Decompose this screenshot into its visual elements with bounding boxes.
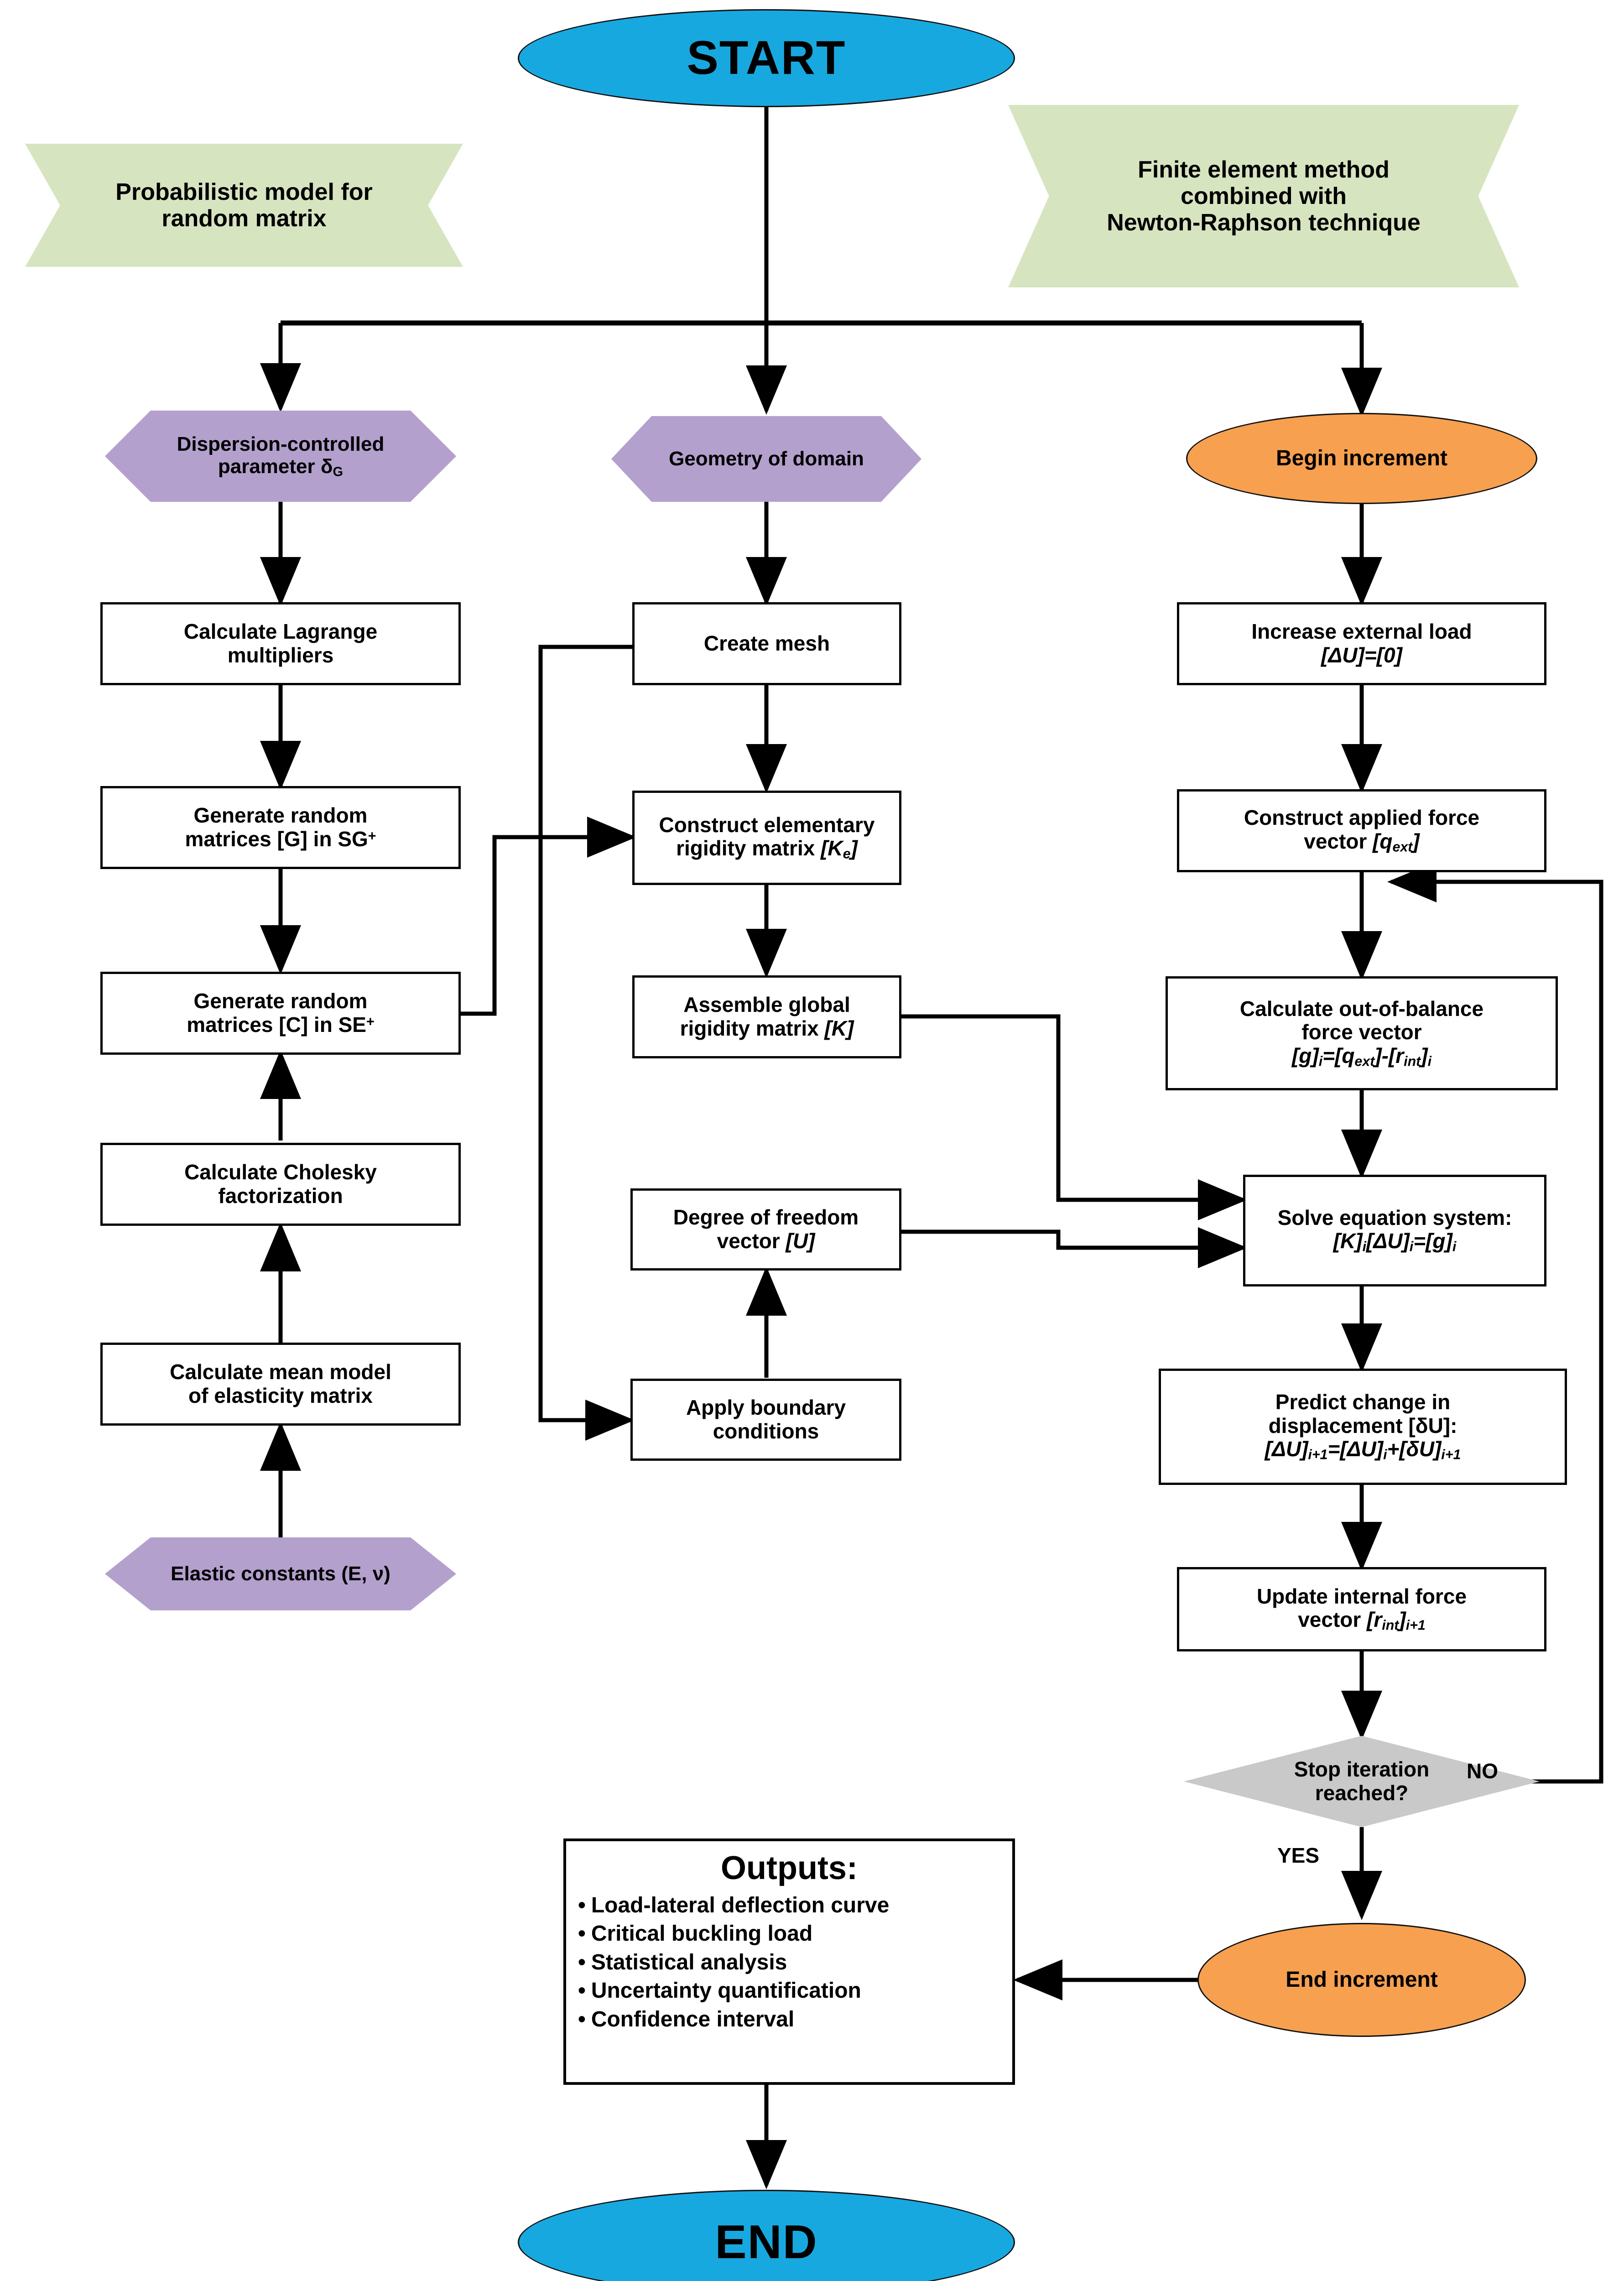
oob-line2: force vector [1301,1020,1422,1044]
end-terminator[interactable]: END [518,2190,1015,2281]
process-assemble-global-rigidity-matrix[interactable]: Assemble global rigidity matrix [K] [632,975,901,1058]
meanmodel-line1: Calculate mean model [170,1360,391,1384]
lagrange-line2: multipliers [227,643,334,667]
process-increase-external-load[interactable]: Increase external load [ΔU]=[0] [1177,602,1546,685]
input-dispersion-controlled-parameter[interactable]: Dispersion-controlled parameter δG [105,411,456,502]
edge-mesh-to-boundary-conditions [538,645,635,1441]
outputs-item: Load-lateral deflection curve [578,1891,1012,1920]
predict-line2: displacement [δU]: [1268,1413,1457,1437]
outputs-list: Load-lateral deflection curve Critical b… [566,1891,1012,2034]
elastic-constants-label: Elastic constants (E, ν) [171,1562,390,1585]
force-vector-line1: Construct applied force [1244,806,1480,830]
banner-right-line2: combined with [1181,182,1347,209]
force-vector-line2: vector [qext] [1304,829,1420,855]
edge-assemble-to-solve [901,1014,1247,1220]
banner-left-line2: random matrix [161,205,327,232]
process-apply-boundary-conditions[interactable]: Apply boundary conditions [630,1379,901,1461]
decision-line2: reached? [1315,1781,1409,1805]
process-construct-elementary-rigidity-matrix[interactable]: Construct elementary rigidity matrix [Ke… [632,791,901,885]
geometry-label: Geometry of domain [669,448,864,470]
predict-line1: Predict change in [1275,1390,1451,1414]
construct-ke-line1: Construct elementary [659,812,875,837]
oob-line1: Calculate out-of-balance [1239,996,1484,1021]
create-mesh-label: Create mesh [703,631,830,656]
genG-line1: Generate random [193,803,368,828]
meanmodel-line2: of elasticity matrix [188,1384,373,1407]
banner-left-line1: Probabilistic model for [115,178,373,205]
process-update-internal-force-vector[interactable]: Update internal force vector [rint]i+1 [1177,1567,1546,1651]
construct-ke-line2: rigidity matrix [Ke] [676,836,858,862]
cholesky-line2: factorization [218,1184,343,1208]
edge-dof-to-solve [901,1227,1247,1268]
process-calculate-out-of-balance-force-vector[interactable]: Calculate out-of-balance force vector [g… [1166,976,1558,1090]
end-increment-terminator[interactable]: End increment [1197,1923,1526,2037]
process-generate-random-matrices-g[interactable]: Generate random matrices [G] in SG+ [100,786,461,869]
process-predict-change-in-displacement[interactable]: Predict change in displacement [δU]: [ΔU… [1159,1369,1567,1485]
assemble-k-line2: rigidity matrix [K] [680,1016,854,1040]
dispersion-line2: parameter δG [218,455,344,479]
bc-line2: conditions [713,1419,819,1443]
banner-fem-newton-raphson: Finite element method combined with Newt… [1008,105,1519,287]
decision-yes-label: YES [1277,1844,1320,1867]
bc-line1: Apply boundary [686,1396,846,1420]
outputs-box: Outputs: Load-lateral deflection curve C… [563,1838,1015,2085]
process-degree-of-freedom-vector[interactable]: Degree of freedom vector [U] [630,1188,901,1271]
decision-no-label: NO [1467,1759,1498,1783]
outputs-title: Outputs: [721,1850,858,1886]
cholesky-line1: Calculate Cholesky [184,1160,377,1184]
end-increment-label: End increment [1286,1968,1438,1992]
process-calculate-mean-model-elasticity[interactable]: Calculate mean model of elasticity matri… [100,1343,461,1426]
start-label: START [687,31,846,85]
process-construct-applied-force-vector[interactable]: Construct applied force vector [qext] [1177,789,1546,872]
lagrange-line1: Calculate Lagrange [183,620,378,644]
process-solve-equation-system[interactable]: Solve equation system: [K]i[ΔU]i=[g]i [1243,1175,1546,1286]
update-line2: vector [rint]i+1 [1298,1608,1426,1634]
banner-right-line1: Finite element method [1138,156,1390,183]
outputs-item: Statistical analysis [578,1948,1012,1977]
predict-line3: [ΔU]i+1=[ΔU]i+[δU]i+1 [1265,1437,1461,1463]
input-geometry-of-domain[interactable]: Geometry of domain [611,416,921,502]
process-create-mesh[interactable]: Create mesh [632,602,901,685]
assemble-k-line1: Assemble global [683,993,850,1017]
banner-probabilistic-model: Probabilistic model for random matrix [25,144,463,267]
outputs-item: Uncertainty quantification [578,1977,1012,2005]
oob-line3: [g]i=[qext]-[rint]i [1291,1043,1432,1069]
process-calculate-cholesky-factorization[interactable]: Calculate Cholesky factorization [100,1143,461,1226]
dof-line2: vector [U] [717,1229,815,1253]
dof-line1: Degree of freedom [673,1205,859,1229]
begin-increment-terminator[interactable]: Begin increment [1186,413,1537,504]
input-elastic-constants[interactable]: Elastic constants (E, ν) [105,1537,456,1610]
genG-line2: matrices [G] in SG+ [185,827,376,851]
process-calculate-lagrange-multipliers[interactable]: Calculate Lagrange multipliers [100,602,461,685]
process-generate-random-matrices-c[interactable]: Generate random matrices [C] in SE+ [100,972,461,1055]
decision-line1: Stop iteration [1294,1757,1430,1781]
end-label: END [715,2215,818,2269]
solve-line2: [K]i[ΔU]i=[g]i [1333,1229,1457,1255]
genC-line2: matrices [C] in SE+ [187,1013,375,1036]
genC-line1: Generate random [193,989,368,1013]
outputs-item: Confidence interval [578,2005,1012,2034]
increase-load-line1: Increase external load [1251,620,1472,644]
begin-increment-label: Begin increment [1275,446,1448,471]
dispersion-line1: Dispersion-controlled [177,432,385,455]
start-terminator[interactable]: START [518,9,1015,107]
edge-genC-to-construct-ke [449,817,636,1016]
update-line1: Update internal force [1256,1584,1467,1608]
banner-right-line3: Newton-Raphson technique [1107,209,1421,236]
increase-load-line2: [ΔU]=[0] [1321,643,1402,667]
outputs-item: Critical buckling load [578,1920,1012,1948]
solve-line1: Solve equation system: [1277,1205,1512,1229]
